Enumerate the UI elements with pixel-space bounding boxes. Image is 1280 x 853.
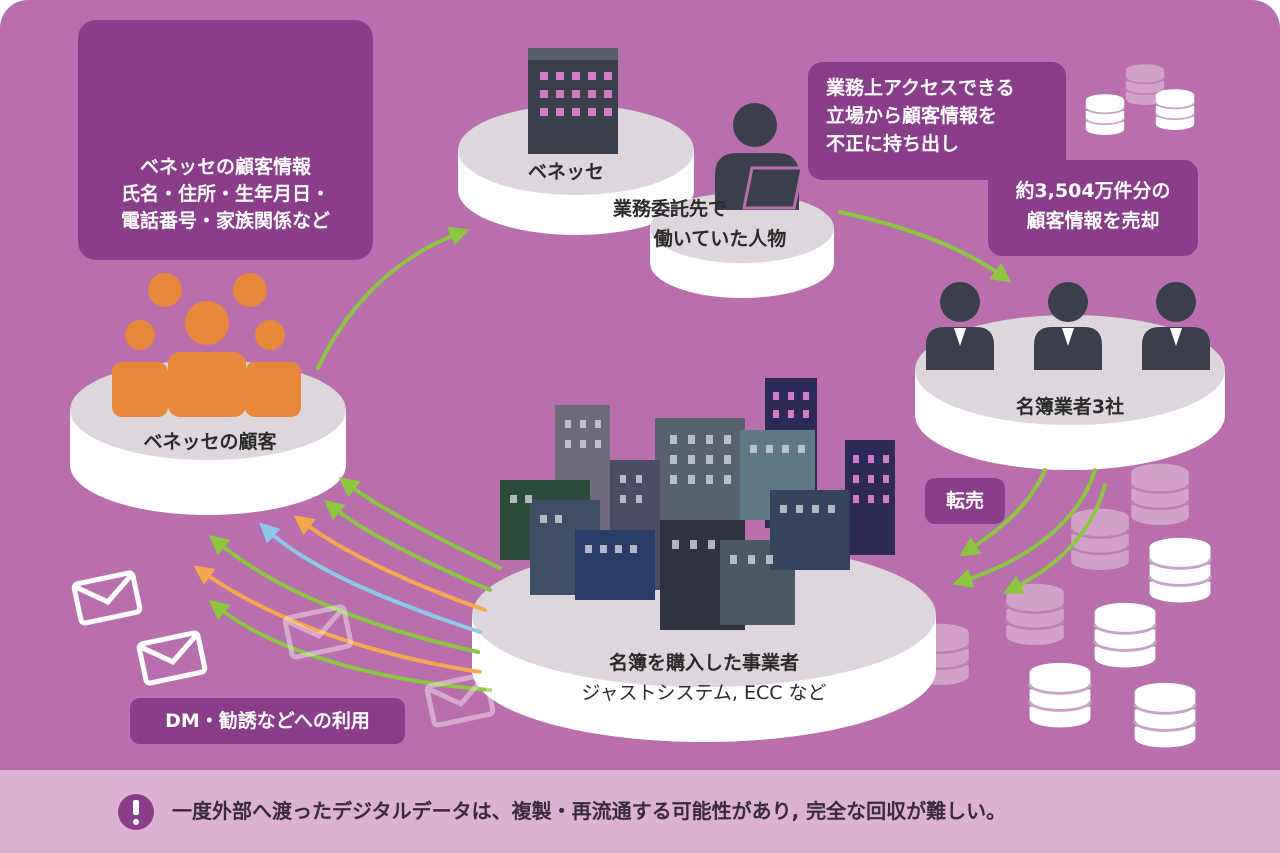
contractor-label-line: 業務委託先で <box>612 198 727 220</box>
brokers-label: 名簿業者3社 <box>1015 396 1125 418</box>
buyers-label-examples: ジャストシステム, ECC など <box>581 682 827 704</box>
callout-leak-line: 業務上アクセスできる <box>826 77 1015 99</box>
customers-label: ベネッセの顧客 <box>143 431 277 453</box>
family-icon <box>112 273 301 417</box>
callout-sold-line: 約3,504万件分の <box>1015 180 1171 202</box>
customer-info-line: 氏名・住所・生年月日・ <box>120 183 330 205</box>
resale-badge <box>925 478 1005 524</box>
contractor-label: 業務委託先で 働いていた人物 <box>540 194 840 254</box>
callout-leak-line: 立場から顧客情報を <box>826 105 998 127</box>
footer-note: 一度外部へ渡ったデジタルデータは、複製・再流通する可能性があり, 完全な回収が難… <box>172 799 1007 823</box>
customer-info-text: ベネッセの顧客情報 氏名・住所・生年月日・ 電話番号・家族関係など <box>78 154 373 235</box>
callout-sold-text: 約3,504万件分の 顧客情報を売却 <box>988 176 1198 236</box>
callout-leak-line: 不正に持ち出し <box>826 133 960 155</box>
customer-info-box <box>78 20 373 260</box>
customer-info-line: 電話番号・家族関係など <box>120 210 330 232</box>
city-buildings-icon <box>500 378 895 630</box>
customer-info-line: ベネッセの顧客情報 <box>139 156 311 178</box>
usage-badge <box>130 698 405 744</box>
resale-badge-label: 転売 <box>945 490 984 512</box>
callout-sold-line: 顧客情報を売却 <box>1026 210 1160 232</box>
buyers-label-title: 名簿を購入した事業者 <box>608 652 799 674</box>
contractor-label-line: 働いていた人物 <box>653 228 787 250</box>
business-people-icon <box>926 282 1210 370</box>
usage-badge-label: DM・勧誘などへの利用 <box>165 710 370 732</box>
building-icon <box>528 48 618 154</box>
footer-band <box>0 770 1280 853</box>
exclamation-icon <box>118 794 154 830</box>
benesse-label: ベネッセ <box>528 161 605 183</box>
callout-sold-box <box>988 160 1198 256</box>
contractor-disc <box>650 193 834 298</box>
callout-leak-text: 業務上アクセスできる 立場から顧客情報を 不正に持ち出し <box>826 74 1015 158</box>
buyers-label: 名簿を購入した事業者 ジャストシステム, ECC など <box>544 648 864 708</box>
person-at-laptop-icon <box>715 103 804 210</box>
